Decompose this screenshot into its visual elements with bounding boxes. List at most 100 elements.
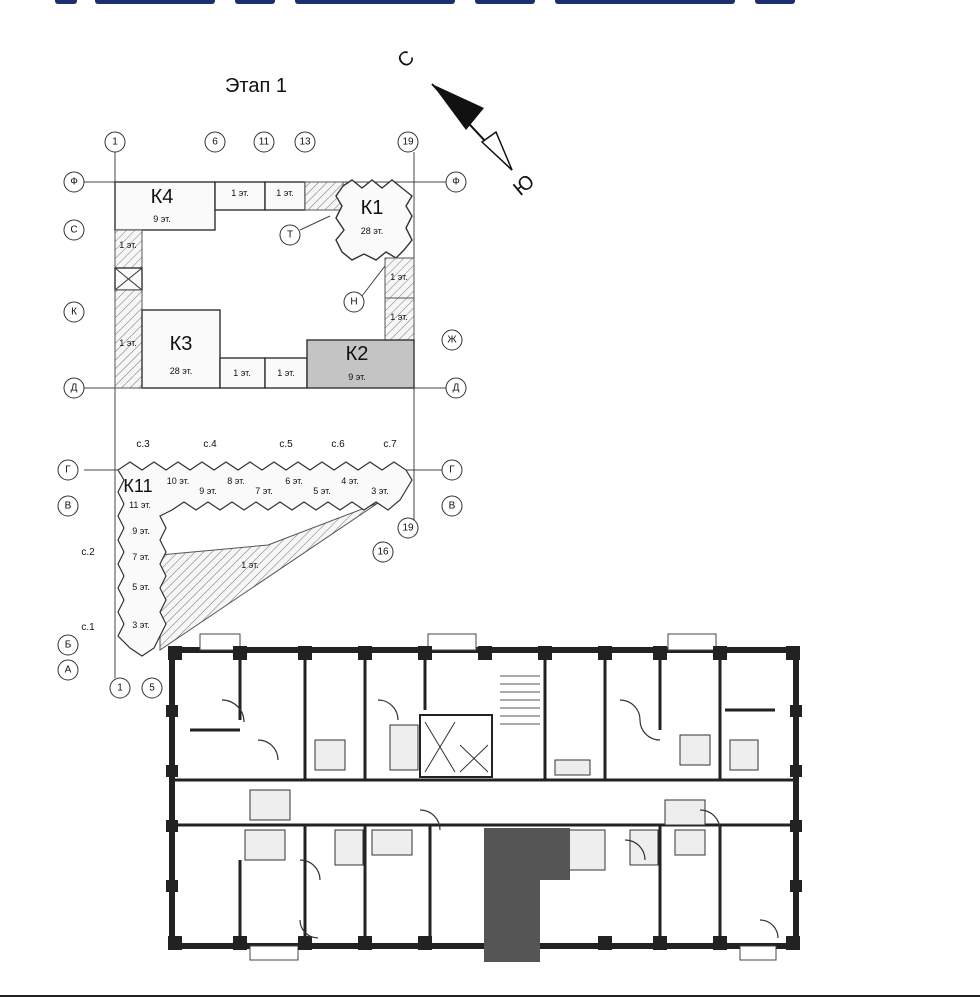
axis-bubble: В: [57, 495, 79, 517]
svg-text:Ж: Ж: [447, 335, 457, 346]
svg-text:Б: Б: [65, 640, 72, 651]
block-k4: [114, 181, 216, 231]
svg-text:19: 19: [402, 523, 414, 534]
svg-text:6: 6: [212, 137, 218, 148]
axis-bubble: 19: [397, 517, 419, 539]
hatched-cell: [384, 297, 415, 341]
block-k11: с.3 с.4 с.5 с.6 с.7 с.2 с.1 1 эт. К11 11…: [81, 439, 413, 657]
svg-text:Г: Г: [449, 465, 455, 476]
svg-text:5 эт.: 5 эт.: [132, 582, 150, 592]
svg-text:16: 16: [377, 547, 389, 558]
svg-text:Н: Н: [350, 297, 357, 308]
balcony: [427, 633, 477, 651]
svg-text:5 эт.: 5 эт.: [313, 486, 331, 496]
svg-text:13: 13: [299, 137, 311, 148]
axis-bubble: 11: [253, 131, 275, 153]
axis-bubble: Б: [57, 634, 79, 656]
block-k1: [335, 179, 413, 261]
svg-text:с.4: с.4: [203, 439, 217, 450]
axis-bubble: В: [441, 495, 463, 517]
svg-text:1 эт.: 1 эт.: [119, 240, 137, 250]
balcony: [199, 633, 241, 651]
block-k2-highlight: [306, 339, 415, 389]
block-k3-name: К3: [170, 333, 193, 355]
axis-bubble: 1: [109, 677, 131, 699]
svg-text:1 эт.: 1 эт.: [241, 560, 259, 570]
highlighted-unit: [484, 828, 540, 962]
axis-markers: 1 6 11 13 19 Ф С К Д Г В Б А Ф Ж Д Г В 1…: [57, 131, 467, 699]
svg-text:1 эт.: 1 эт.: [119, 338, 137, 348]
svg-text:Г: Г: [65, 465, 71, 476]
block-k2-name: К2: [346, 343, 369, 365]
upper-block: К4 9 эт. 1 эт. 1 эт. К1 28 эт. 1 эт. 1 э…: [114, 179, 415, 389]
block-k3-floors: 28 эт.: [170, 366, 193, 376]
block-k11-name: К11: [123, 476, 152, 496]
svg-text:1: 1: [112, 137, 118, 148]
axis-bubble: Д: [445, 377, 467, 399]
svg-text:1 эт.: 1 эт.: [276, 188, 294, 198]
compass: С Ю: [394, 46, 539, 200]
svg-text:В: В: [65, 501, 72, 512]
axis-bubble: 5: [141, 677, 163, 699]
svg-text:с.6: с.6: [331, 439, 345, 450]
axis-bubble: 16: [372, 541, 394, 563]
svg-text:Т: Т: [287, 230, 293, 241]
stair-core: [419, 675, 540, 778]
balcony: [249, 945, 299, 961]
compass-south: Ю: [509, 170, 539, 200]
svg-text:1 эт.: 1 эт.: [390, 272, 408, 282]
svg-text:7 эт.: 7 эт.: [132, 552, 150, 562]
svg-text:С: С: [70, 225, 77, 236]
axis-bubble: 1: [104, 131, 126, 153]
block-k1-name: К1: [361, 197, 384, 219]
svg-text:11: 11: [259, 137, 270, 148]
svg-text:7 эт.: 7 эт.: [255, 486, 273, 496]
axis-bubble: Т: [279, 224, 301, 246]
block-k11-floors: 11 эт.: [129, 500, 151, 510]
svg-text:3 эт.: 3 эт.: [371, 486, 389, 496]
floor-plan: [166, 633, 802, 962]
svg-text:Ф: Ф: [452, 177, 460, 188]
svg-text:6 эт.: 6 эт.: [285, 476, 303, 486]
svg-text:1 эт.: 1 эт.: [231, 188, 249, 198]
axis-bubble: Г: [57, 459, 79, 481]
svg-text:с.1: с.1: [81, 622, 95, 633]
svg-text:К: К: [71, 307, 77, 318]
block-k2-floors: 9 эт.: [348, 372, 366, 382]
svg-text:с.7: с.7: [383, 439, 397, 450]
compass-arrow-icon: [432, 84, 484, 130]
svg-text:1 эт.: 1 эт.: [390, 312, 408, 322]
svg-text:4 эт.: 4 эт.: [341, 476, 359, 486]
axis-bubble: Ф: [445, 171, 467, 193]
svg-text:Д: Д: [453, 383, 460, 394]
compass-north: С: [394, 46, 419, 72]
block-k1-floors: 28 эт.: [361, 226, 384, 236]
block-k3: [141, 309, 221, 389]
axis-bubble: С: [63, 219, 85, 241]
axis-bubble: 19: [397, 131, 419, 153]
svg-text:В: В: [449, 501, 456, 512]
axis-bubble: Ж: [441, 329, 463, 351]
svg-text:с.5: с.5: [279, 439, 293, 450]
svg-text:9 эт.: 9 эт.: [132, 526, 150, 536]
svg-text:19: 19: [402, 137, 414, 148]
axis-bubble: 6: [204, 131, 226, 153]
cropped-heading: [55, 0, 800, 10]
hatched-cell: [114, 229, 143, 269]
axis-bubble: Д: [63, 377, 85, 399]
svg-text:Д: Д: [71, 383, 78, 394]
axis-bubble: Г: [441, 459, 463, 481]
k11-footprint: [117, 461, 413, 657]
hatched-area: [159, 502, 379, 651]
svg-text:1 эт.: 1 эт.: [277, 368, 295, 378]
axis-bubble: А: [57, 659, 79, 681]
block-k4-floors: 9 эт.: [153, 214, 171, 224]
one-floor-cell: [264, 181, 306, 211]
svg-text:с.3: с.3: [136, 439, 150, 450]
svg-text:А: А: [65, 665, 72, 676]
svg-text:5: 5: [149, 683, 155, 694]
page-divider: [0, 995, 980, 997]
axis-bubble: Н: [343, 291, 365, 313]
balcony: [667, 633, 717, 651]
